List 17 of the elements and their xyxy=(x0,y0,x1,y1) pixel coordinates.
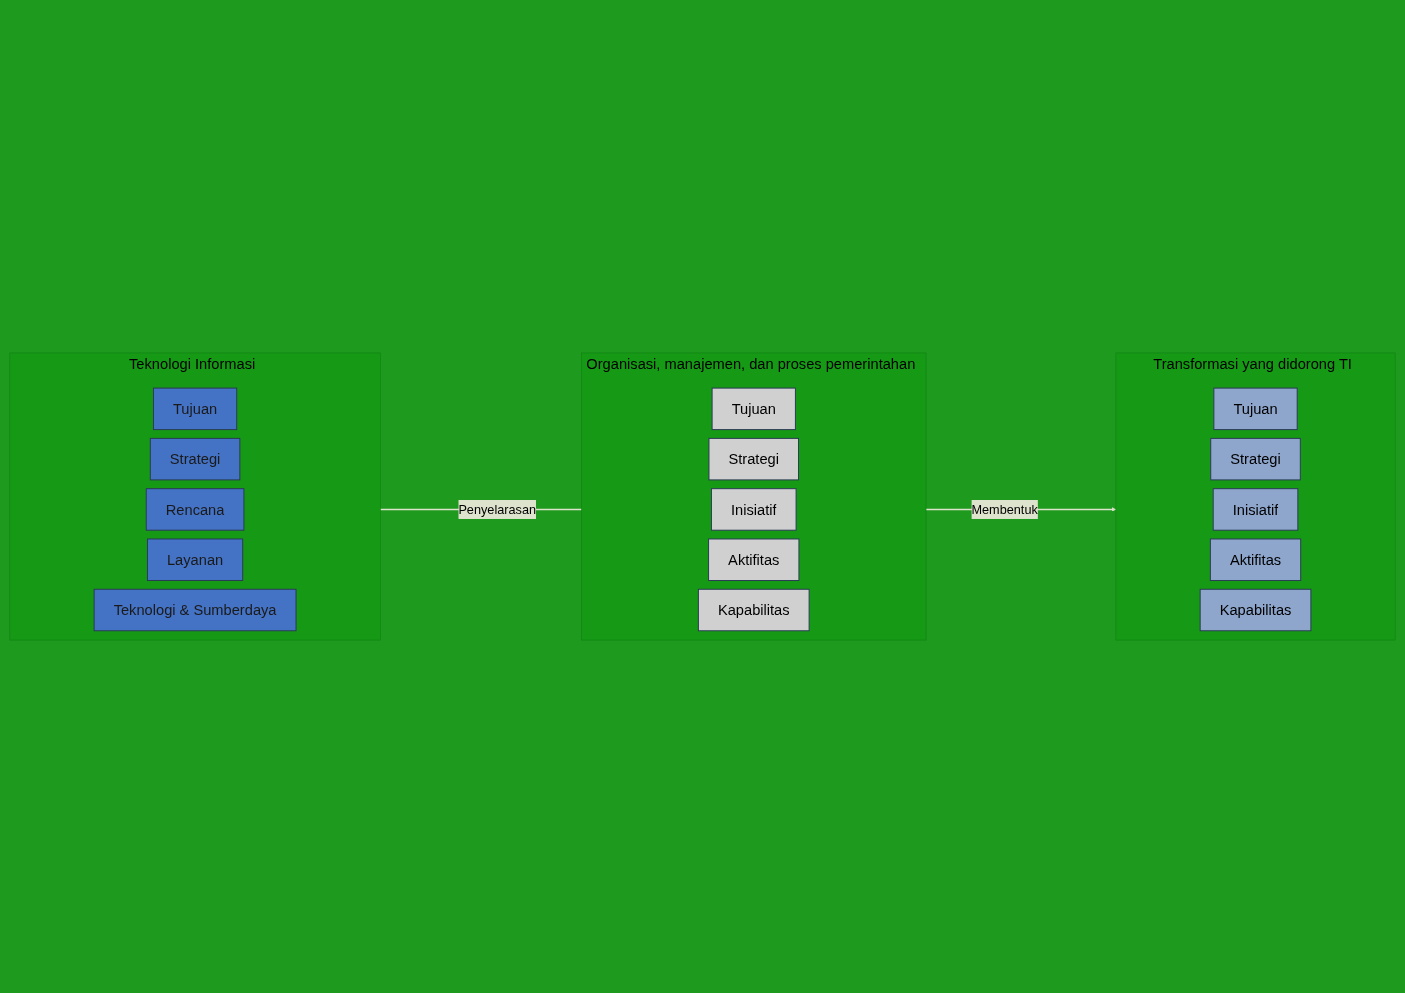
node-box: Kapabilitas xyxy=(1199,588,1312,632)
node-box: Teknologi & Sumberdaya xyxy=(93,588,297,632)
node-box: Inisiatif xyxy=(1212,488,1299,531)
node-box: Strategi xyxy=(149,437,241,481)
edge-label: Penyelarasan xyxy=(458,501,537,517)
node-box: Aktifitas xyxy=(1209,538,1302,581)
node-box: Rencana xyxy=(145,488,245,531)
node-box: Tujuan xyxy=(1213,387,1298,431)
node-box: Kapabilitas xyxy=(697,588,810,632)
node-box: Tujuan xyxy=(711,387,796,431)
node-box: Tujuan xyxy=(152,387,238,431)
node-box: Aktifitas xyxy=(708,538,800,581)
node-box: Strategi xyxy=(1210,437,1301,481)
node-box: Inisiatif xyxy=(710,488,797,531)
node-box: Strategi xyxy=(708,437,799,481)
edge-label: Membentuk xyxy=(971,501,1038,517)
node-box: Layanan xyxy=(146,538,244,581)
